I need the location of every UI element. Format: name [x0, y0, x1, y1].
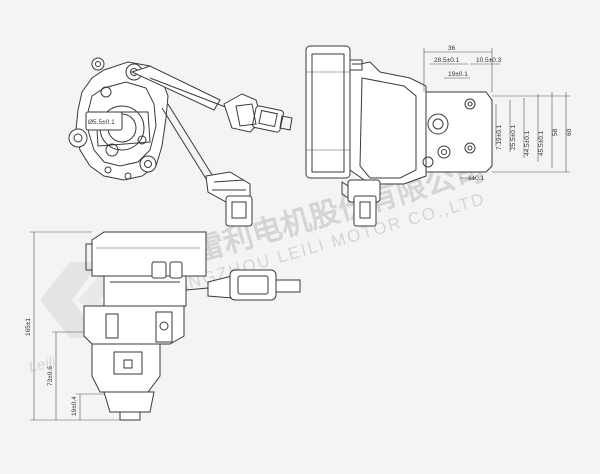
watermark-logo-script: Leili	[27, 354, 57, 376]
dim-10-5: 10.5±0.3	[476, 57, 502, 64]
watermark-logo-letters: LL	[52, 298, 64, 309]
upper-connector	[223, 93, 293, 133]
dim-top-left-hole: Ø5.5±0.1	[88, 119, 115, 126]
top-right-view: 36 28.5±0.1 10.5±0.3 19±0.1 7.19±0.1 25.…	[305, 45, 573, 227]
dim-45-5: 45.5±0.1	[538, 130, 545, 156]
top-right-dimensions: 36 28.5±0.1 10.5±0.3 19±0.1 7.19±0.1 25.…	[423, 45, 573, 182]
dim-44-5: 44.5±0.1	[524, 130, 531, 156]
dim-28-5: 28.5±0.1	[434, 57, 460, 64]
lower-connector	[205, 171, 253, 227]
dim-19-side: 19±0.4	[71, 396, 78, 416]
top-left-view: Ø5.5±0.1	[68, 57, 293, 227]
dim-58: 58	[552, 128, 559, 136]
dim-1: 1±0.1	[468, 175, 485, 182]
dim-73: 73±0.6	[47, 366, 54, 386]
dim-25-5: 25.5±0.1	[510, 124, 517, 150]
dim-60: 60	[566, 128, 573, 136]
dim-36: 36	[448, 45, 456, 52]
dim-19: 19±0.1	[448, 71, 468, 78]
side-connector	[341, 179, 381, 227]
dim-7-19: 7.19±0.1	[496, 124, 503, 150]
dim-165: 165±1	[25, 318, 32, 336]
side-view-dimensions: 165±1 73±0.6 19±0.4	[25, 231, 120, 421]
side-view-connector	[185, 269, 301, 301]
bottom-side-view: 165±1 73±0.6 19±0.4	[25, 231, 301, 421]
